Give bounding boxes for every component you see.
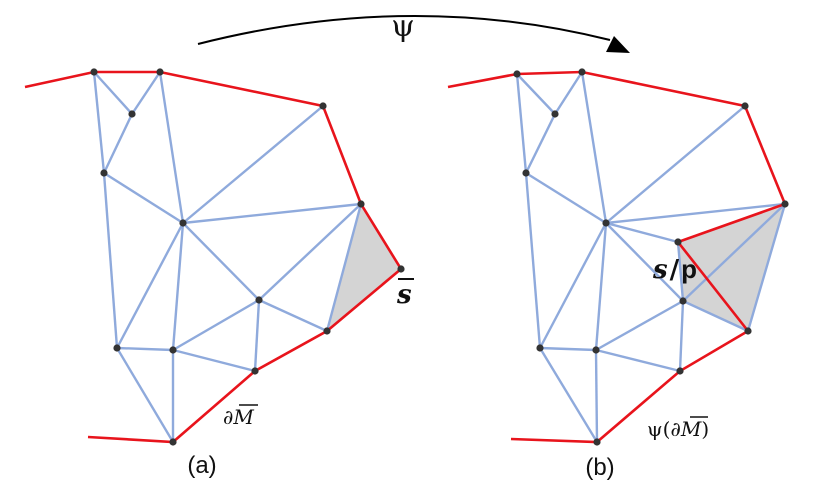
map-arrow bbox=[197, 14, 611, 45]
panel-a: s ∂M (a) bbox=[24, 68, 414, 479]
boundary-b bbox=[447, 70, 787, 444]
shaded-triangle-b bbox=[678, 204, 785, 331]
caption-b: (b) bbox=[585, 454, 614, 481]
vertices-b bbox=[513, 68, 789, 446]
mesh-edges-a bbox=[92, 71, 363, 443]
panel-b: s/p ψ(∂M) (b) bbox=[447, 68, 789, 481]
vertex-label-s-p: s/p bbox=[652, 254, 697, 285]
vertices-a bbox=[90, 68, 405, 446]
boundary-label-b: ψ(∂M) bbox=[647, 417, 709, 441]
shaded-triangle-a bbox=[327, 204, 401, 331]
boundary-top-a bbox=[24, 70, 403, 444]
boundary-label-a: ∂M bbox=[223, 405, 254, 429]
map-label: ψ bbox=[391, 9, 415, 44]
vertex-label-s-bar: s bbox=[396, 280, 412, 310]
map-arrowhead bbox=[606, 36, 630, 53]
caption-a: (a) bbox=[187, 452, 216, 479]
mesh-edges-b bbox=[515, 71, 787, 443]
